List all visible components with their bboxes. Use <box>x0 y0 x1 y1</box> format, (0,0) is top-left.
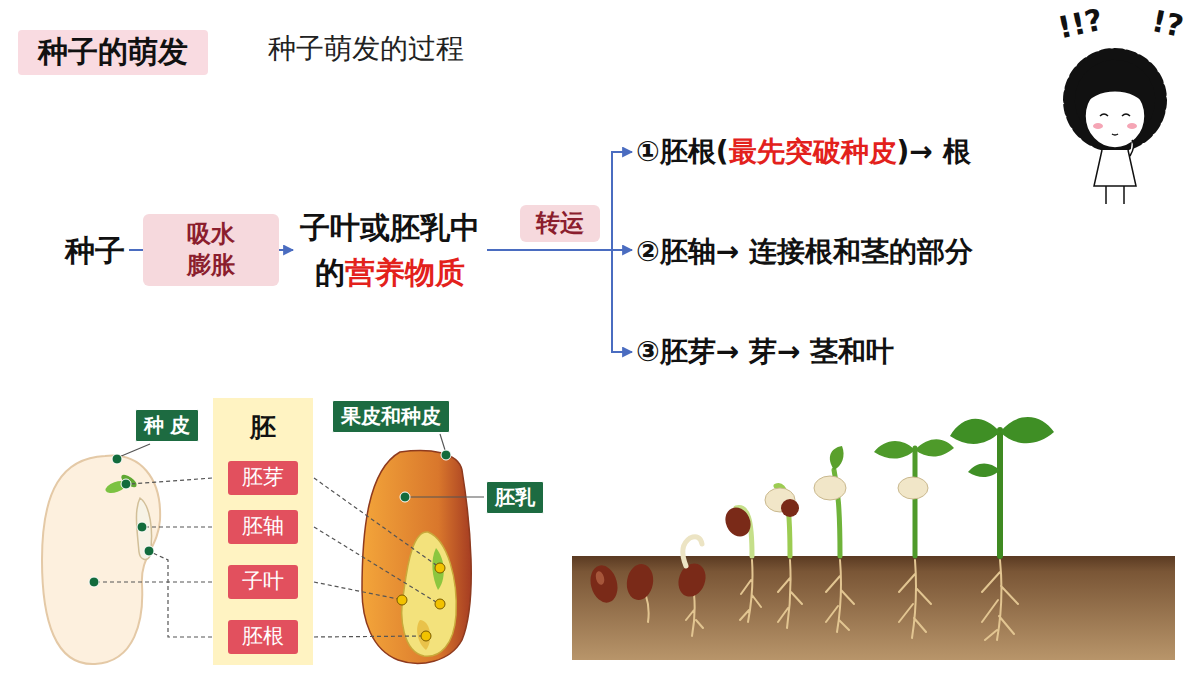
node-text: )→ 根 <box>897 135 971 168</box>
marker-dot <box>435 563 445 573</box>
node-text: ①胚根( <box>636 135 729 168</box>
corn-embryo <box>402 532 456 656</box>
stem <box>913 448 918 556</box>
node-text: 胚根 <box>240 623 286 650</box>
sprout <box>683 537 702 566</box>
seed-highlight <box>594 570 605 586</box>
edge-label-box: 转运 <box>520 205 600 242</box>
node-text: 胚乳 <box>495 485 535 510</box>
leader-line <box>130 478 212 484</box>
node-text: 种子 <box>65 228 125 273</box>
blush <box>1093 123 1103 129</box>
leaf <box>950 417 1054 477</box>
exclaim-mark: !!? <box>1055 2 1106 47</box>
node-text: ②胚轴→ 连接根和茎的部分 <box>636 231 973 273</box>
marker-dot <box>435 599 445 609</box>
leader-line <box>146 526 212 527</box>
marker-dot <box>144 546 154 556</box>
corn-seed <box>362 451 471 664</box>
cotyledon <box>898 477 928 499</box>
part-tag: 子叶 <box>228 565 298 598</box>
node-text: 最先突破种皮 <box>729 135 897 168</box>
outcome-text: ③胚芽→ 芽→ 茎和叶 <box>636 331 894 373</box>
blush <box>1127 123 1137 129</box>
marker-dot <box>112 454 122 464</box>
edge-label: 转运 <box>536 209 584 237</box>
bean-seed <box>624 562 656 602</box>
marker-dot <box>397 595 407 605</box>
stage-text: 子叶或胚乳中的营养物质 <box>297 205 483 295</box>
part-tag: 种 皮 <box>135 409 200 442</box>
bean-plumule <box>119 473 138 490</box>
node-text: 胚轴 <box>240 513 286 540</box>
stem <box>997 430 1003 556</box>
marker-dot <box>121 479 131 489</box>
bean-seed <box>781 499 799 517</box>
marker-dot <box>137 522 147 532</box>
node-text: 种 皮 <box>144 413 191 438</box>
leaf <box>874 439 954 458</box>
bangs <box>1084 80 1146 108</box>
soil <box>572 556 1175 660</box>
leader-line <box>119 444 150 457</box>
stage-text: 种子 <box>65 228 125 273</box>
cotyledon <box>814 476 846 500</box>
marker-dot <box>441 450 451 460</box>
flow-arrow <box>487 250 632 352</box>
title-text: 种子的萌发 <box>38 34 188 69</box>
title-banner: 种子的萌发 <box>18 30 208 75</box>
bean-seed <box>587 562 622 605</box>
marker-dot <box>421 631 431 641</box>
eye <box>1100 114 1130 135</box>
leader-line <box>314 636 421 637</box>
leader-line <box>314 527 436 602</box>
part-tag: 胚芽 <box>228 461 298 494</box>
node-text: 子叶 <box>240 568 286 595</box>
edge-label: 吸水 膨胀 <box>183 219 238 281</box>
body <box>1094 140 1136 204</box>
leaf <box>830 446 844 470</box>
embryo-band: 胚胚芽胚轴子叶胚根 <box>213 398 313 665</box>
node-text: 果皮和种皮 <box>341 404 441 429</box>
marker-dot <box>89 577 99 587</box>
leader-line <box>440 434 445 450</box>
node-text: ③胚芽→ 芽→ 茎和叶 <box>636 331 894 373</box>
exclaim-mark: !? <box>1149 3 1187 45</box>
bean-seed <box>721 503 755 540</box>
flow-arrow <box>487 152 632 250</box>
leader-line <box>98 581 212 582</box>
part-tag: 胚轴 <box>228 510 298 543</box>
marker-dot <box>400 492 410 502</box>
leader-line <box>409 496 484 497</box>
leader-line <box>314 582 398 599</box>
part-tag: 胚乳 <box>486 481 544 514</box>
node-text: 胚芽 <box>240 464 286 491</box>
edge-label-box: 吸水 膨胀 <box>143 214 278 286</box>
leader-line <box>153 553 212 637</box>
node-text: 营养物质 <box>345 255 465 290</box>
root <box>646 560 1018 640</box>
leader-line <box>314 478 436 565</box>
subtitle-text: 种子萌发的过程 <box>268 32 464 66</box>
bean-seed <box>674 560 710 601</box>
bean-seed <box>42 456 160 664</box>
node-text: 胚 <box>213 398 313 445</box>
part-tag: 胚根 <box>228 620 298 653</box>
outcome-text: ②胚轴→ 连接根和茎的部分 <box>636 231 973 273</box>
corn-radicle <box>417 620 430 650</box>
outcome-text: ①胚根(最先突破种皮)→ 根 <box>636 131 971 173</box>
part-tag: 果皮和种皮 <box>332 400 450 433</box>
